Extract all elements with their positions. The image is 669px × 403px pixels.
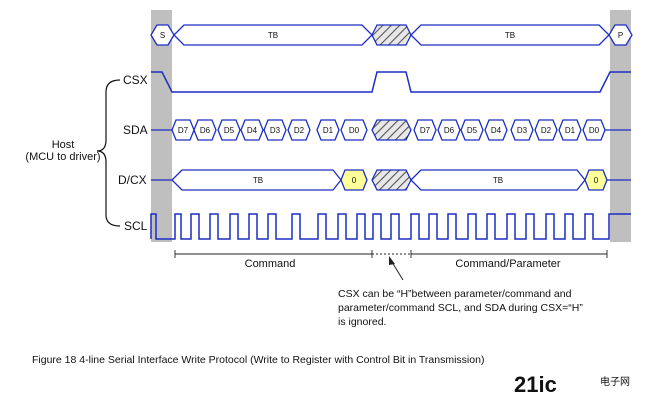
signal-label-csx: CSX <box>123 73 148 87</box>
signal-label-dcx: D/CX <box>118 173 147 187</box>
sda-bit-d0 <box>340 119 368 141</box>
note-line-3: is ignored. <box>338 316 386 328</box>
sda-bit-label: D1 <box>323 126 334 135</box>
host-brace <box>96 79 121 227</box>
sda-bit-label: D2 <box>294 126 305 135</box>
dcx-bit-0-2-label: 0 <box>594 176 599 185</box>
sda-bit-label: D6 <box>444 126 455 135</box>
dcx-bit-0-1 <box>340 169 368 191</box>
sda-bus <box>151 119 631 141</box>
sda-bit-d4-2 <box>484 119 508 141</box>
sda-bit-label: D5 <box>224 126 235 135</box>
sda-bit-label: D4 <box>491 126 502 135</box>
note-line-2: parameter/command SCL, and SDA during CS… <box>338 302 583 314</box>
note-arrow-line <box>391 261 404 281</box>
sda-bit-d5-2 <box>460 119 484 141</box>
sda-bit-d6-2 <box>437 119 461 141</box>
dcx-byte-2-label: TB <box>493 176 503 185</box>
note-line-1: CSX can be “H”between parameter/command … <box>338 288 572 300</box>
dcx-hatched <box>371 169 412 191</box>
sda-bit-d3-2 <box>510 119 534 141</box>
top-bus-byte-2-label: TB <box>505 31 515 40</box>
note-arrow-head <box>389 256 395 265</box>
sda-bit-label: D0 <box>589 126 600 135</box>
signal-label-scl: SCL <box>124 219 148 233</box>
host-label: Host <box>52 139 75 151</box>
watermark-logo: 21ic <box>514 372 557 397</box>
sda-bit-label: D3 <box>517 126 528 135</box>
top-bus <box>150 24 633 46</box>
top-bus-hatched <box>371 24 412 46</box>
sda-bit-d4 <box>240 119 264 141</box>
sda-bit-d1-2 <box>558 119 582 141</box>
sda-bit-labels: D7 D6 D5 D4 D3 D2 D1 D0 D7 D6 D5 D4 D3 D… <box>178 126 600 135</box>
stop-region <box>610 10 631 242</box>
dcx-bus <box>151 169 631 191</box>
dcx-bit-0-1-label: 0 <box>352 176 357 185</box>
phase-brackets <box>174 250 608 258</box>
csx-waveform <box>151 71 631 93</box>
sda-hatched <box>371 119 412 141</box>
sda-bit-label: D7 <box>420 126 431 135</box>
sda-bit-d7-2 <box>413 119 437 141</box>
sda-bit-d1 <box>316 119 340 141</box>
sda-bit-label: D4 <box>247 126 258 135</box>
sda-bit-d2 <box>287 119 311 141</box>
dcx-byte-1-label: TB <box>253 176 263 185</box>
sda-bit-label: D2 <box>541 126 552 135</box>
start-region <box>151 10 172 242</box>
signal-label-sda: SDA <box>123 123 148 137</box>
figure-caption: Figure 18 4-line Serial Interface Write … <box>32 354 484 366</box>
stop-label: P <box>618 31 623 40</box>
scl-waveform <box>150 213 631 240</box>
sda-bit-d3 <box>263 119 287 141</box>
phase-command-label: Command <box>245 258 296 270</box>
top-bus-byte-1-label: TB <box>268 31 278 40</box>
watermark-sub: 电子网 <box>600 375 630 388</box>
start-label: S <box>160 31 165 40</box>
stop-bus-cell <box>608 24 633 46</box>
sda-bit-label: D3 <box>270 126 281 135</box>
sda-bit-d6 <box>193 119 217 141</box>
sda-bit-label: D7 <box>178 126 189 135</box>
sda-bit-label: D6 <box>200 126 211 135</box>
sda-bit-label: D1 <box>565 126 576 135</box>
sda-bit-label: D0 <box>349 126 360 135</box>
host-sublabel: (MCU to driver) <box>25 151 100 163</box>
sda-bit-label: D5 <box>467 126 478 135</box>
sda-bit-d2-2 <box>534 119 558 141</box>
sda-bit-d5 <box>217 119 241 141</box>
phase-command-parameter-label: Command/Parameter <box>455 258 560 270</box>
